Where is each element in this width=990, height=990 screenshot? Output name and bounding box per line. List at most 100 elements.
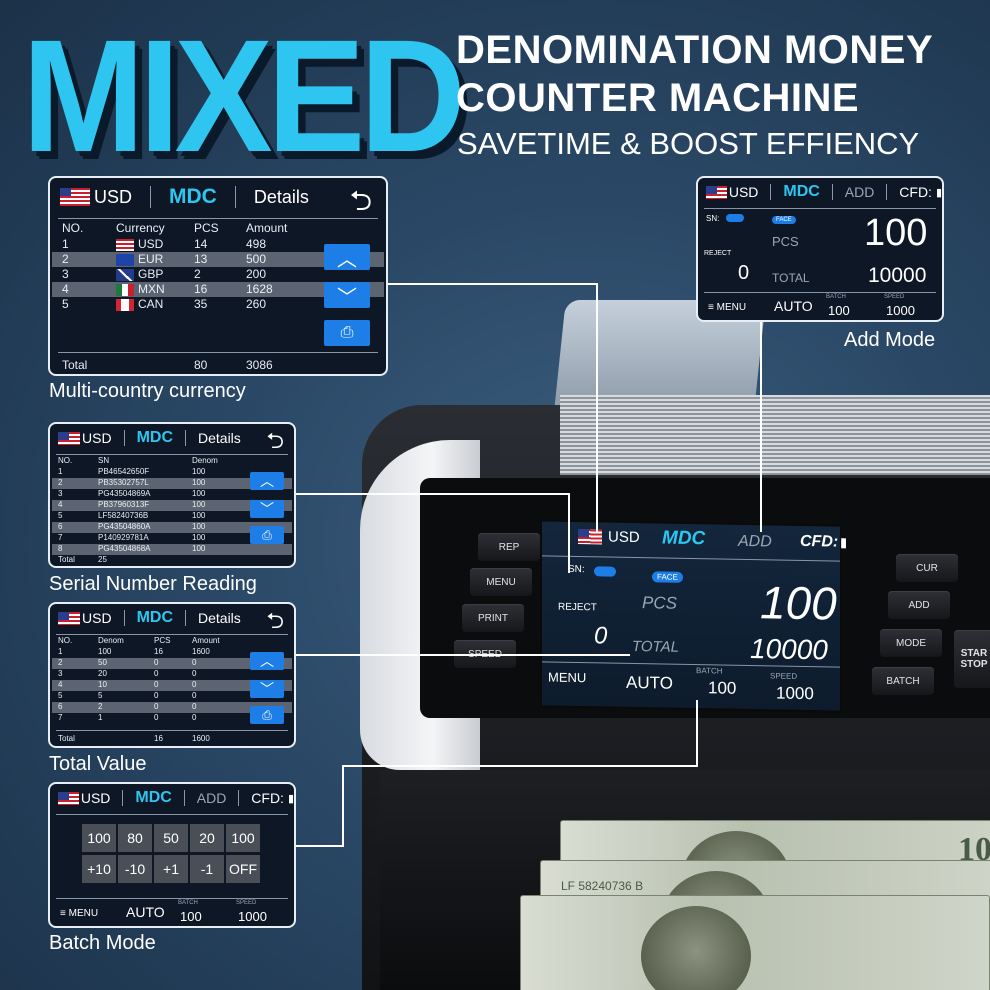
cell: 20 [98,669,107,678]
batch-key[interactable]: 100 [82,824,116,852]
cell: PB35302757L [98,478,149,487]
banknote [520,895,990,990]
cell: 5 [62,297,69,311]
mode-label: MDC [783,183,820,200]
cell: 0 [192,713,197,722]
batch-key[interactable]: OFF [226,855,260,883]
batch-key[interactable]: +1 [154,855,188,883]
rep-button[interactable]: REP [478,533,540,561]
details-tab[interactable]: Details [253,186,309,207]
total-value: 25 [98,555,107,564]
scroll-up-button[interactable]: ︿ [324,244,370,271]
cell: 4 [62,282,69,296]
menu-button[interactable]: ≡ MENU [60,908,99,919]
face-badge: FACE [772,216,796,224]
us-flag-icon [706,185,727,199]
divider [542,555,840,562]
batch-key[interactable]: 20 [190,824,224,852]
sn-toggle [594,566,616,577]
scroll-down-button[interactable]: ﹀ [324,282,370,309]
print-icon[interactable]: ⎙ [250,526,284,544]
cell: 16 [154,647,163,656]
cur-button[interactable]: CUR [896,554,958,582]
table-total-row: Total 80 3086 [52,358,384,372]
display-mode: MDC [662,527,706,550]
display-speed-value: 1000 [776,683,814,704]
currency-label: USD [94,186,133,207]
uk-flag-icon [116,268,134,281]
cell: CAN [138,297,164,311]
stop-label: STOP [960,659,988,670]
batch-label: BATCH [178,900,198,906]
divider [704,208,936,209]
cell: 6 [58,702,63,711]
total-label: Total [58,555,75,564]
headline-line-1: DENOMINATION MONEY [456,28,934,72]
batch-key[interactable]: 80 [118,824,152,852]
back-icon[interactable]: ⮌ [266,428,284,453]
total-label: Total [58,734,75,743]
pcs-label: PCS [772,234,799,249]
machine-display: USD MDC ADD CFD: ▮ SN: FACE REJECT PCS 1… [540,519,847,713]
panel-header: USD MDC Details ⮌ [50,604,294,633]
sn-toggle[interactable] [726,214,744,222]
scroll-down-button[interactable]: ﹀ [250,500,284,518]
headline-line-2: COUNTER MACHINE [456,76,860,120]
cell: 7 [58,533,63,542]
batch-key[interactable]: 50 [154,824,188,852]
panel-header: USD MDC Details ⮌ [50,424,294,453]
batch-key[interactable]: -10 [118,855,152,883]
print-icon[interactable]: ⎙ [324,320,370,346]
us-flag-icon [58,431,80,445]
back-icon[interactable]: ⮌ [349,185,372,216]
divider [123,609,125,627]
currency-label: USD [728,184,759,200]
cell: 14 [194,237,208,251]
batch-key[interactable]: -1 [190,855,224,883]
add-button[interactable]: ADD [888,591,950,619]
caption-multi-currency: Multi-country currency [49,380,246,402]
start-stop-button[interactable]: STAR STOP [954,630,990,688]
cell: 0 [154,691,159,700]
batch-button[interactable]: BATCH [872,667,934,695]
details-tab[interactable]: Details [198,430,241,446]
display-auto: AUTO [626,672,673,693]
print-icon[interactable]: ⎙ [250,706,284,724]
details-tab[interactable]: Details [198,610,241,626]
cell: 1 [62,237,69,251]
scroll-up-button[interactable]: ︿ [250,472,284,490]
cell: 100 [192,533,206,542]
scroll-up-button[interactable]: ︿ [250,652,284,670]
cell: 0 [192,669,197,678]
total-label: TOTAL [772,271,810,285]
mode-button[interactable]: MODE [880,629,942,657]
divider [150,185,152,209]
column-header: Denom [192,456,218,465]
menu-button[interactable]: ≡ MENU [708,302,747,313]
cell: 1 [98,713,103,722]
print-button[interactable]: PRINT [462,604,524,632]
cell: 2 [58,658,63,667]
back-icon[interactable]: ⮌ [266,608,284,633]
cell: 2 [58,478,63,487]
speed-value: 1000 [886,303,915,318]
add-mode-panel: USD MDC ADD CFD: ▮ SN: FACE PCS 100 REJE… [696,176,944,322]
menu-button[interactable]: MENU [470,568,532,596]
column-header: NO. [58,636,73,645]
batch-key[interactable]: 100 [226,824,260,852]
batch-key[interactable]: +10 [82,855,116,883]
batch-mode-panel: USD MDC ADD CFD: ▮ 100 80 50 20 100 +10 … [48,782,296,928]
pcs-value: 100 [864,212,928,254]
us-flag-icon [58,611,80,625]
display-total-value: 10000 [750,633,828,666]
scroll-down-button[interactable]: ﹀ [250,680,284,698]
